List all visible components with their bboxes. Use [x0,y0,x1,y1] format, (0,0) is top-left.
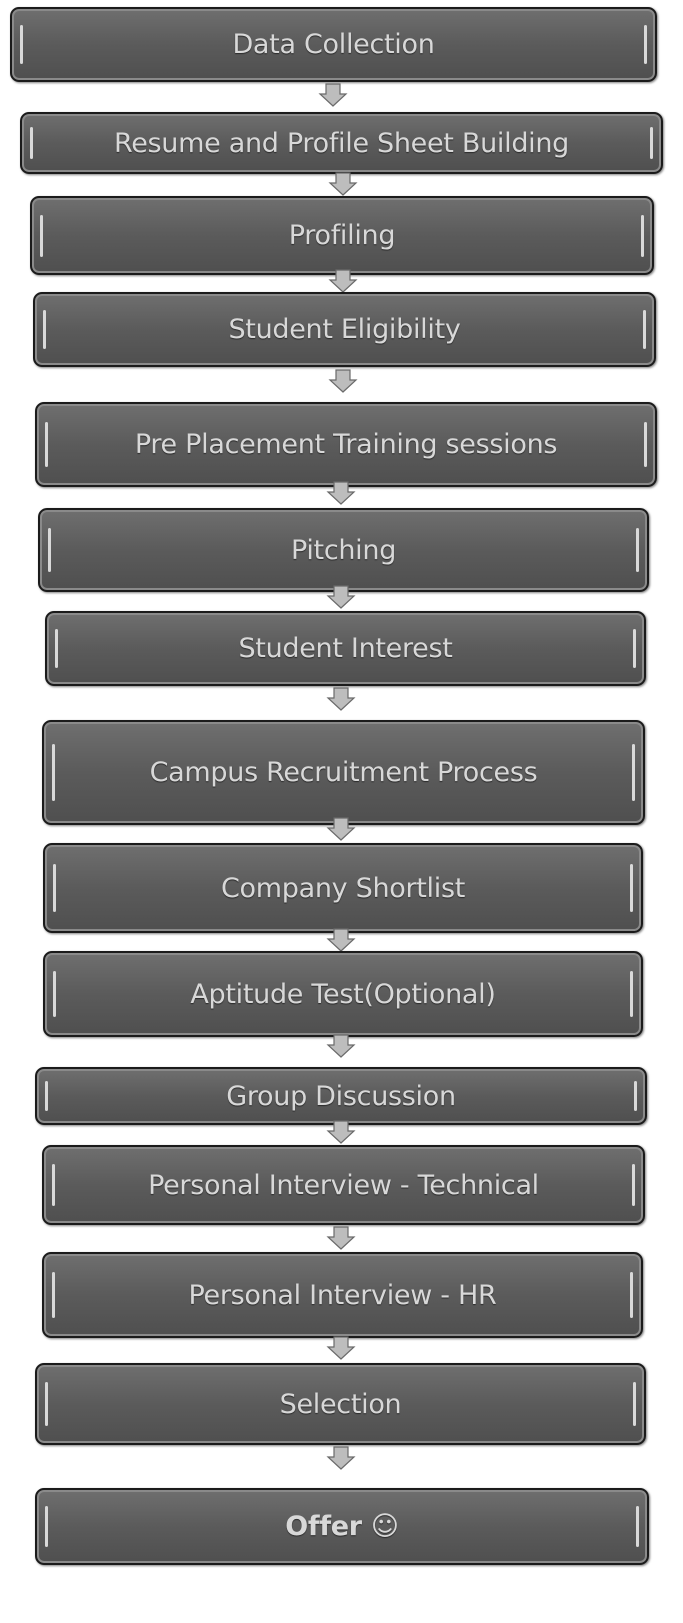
left-cap-mark [40,214,43,257]
step-label: Group Discussion [226,1080,456,1112]
step-label: Student Eligibility [228,314,461,345]
right-cap-mark [630,863,633,913]
step-pre-placement-training-sessions: Pre Placement Training sessions [35,402,657,487]
down-arrow-icon [326,817,356,841]
down-arrow-icon [328,369,358,393]
step-personal-interview-technical: Personal Interview - Technical [42,1145,645,1225]
right-cap-mark [633,628,636,669]
step-label: Resume and Profile Sheet Building [113,127,570,159]
right-cap-mark [634,1080,637,1112]
down-arrow-icon [326,481,356,505]
step-label: Profiling [288,220,396,251]
down-arrow-icon [326,1120,356,1144]
down-arrow-icon [326,1336,356,1360]
down-arrow-icon [326,928,356,952]
down-arrow-icon [326,585,356,609]
down-arrow-icon [326,1034,356,1058]
left-cap-mark [48,527,51,573]
step-label: Offer ☺ [285,1511,399,1542]
step-student-interest: Student Interest [45,611,646,686]
step-data-collection: Data Collection [10,7,657,82]
right-cap-mark [650,126,653,160]
right-cap-mark [632,1163,635,1207]
step-label: Personal Interview - Technical [148,1169,539,1201]
right-cap-mark [636,1506,639,1547]
left-cap-mark [52,1272,55,1318]
right-cap-mark [632,744,635,801]
right-cap-mark [630,971,633,1017]
left-cap-mark [53,971,56,1017]
right-cap-mark [636,527,639,573]
step-pitching: Pitching [38,508,649,592]
step-profiling: Profiling [30,196,654,275]
step-label: Company Shortlist [220,872,466,904]
step-label: Aptitude Test(Optional) [190,978,496,1010]
down-arrow-icon [318,83,348,107]
down-arrow-icon [328,172,358,196]
left-cap-mark [45,1382,48,1426]
right-cap-mark [644,24,647,65]
step-resume-and-profile-sheet-building: Resume and Profile Sheet Building [20,112,663,174]
step-group-discussion: Group Discussion [35,1067,647,1125]
down-arrow-icon [326,687,356,711]
right-cap-mark [641,214,644,257]
down-arrow-icon [326,1226,356,1250]
step-offer: Offer ☺ [35,1488,649,1565]
step-label: Student Interest [238,633,453,664]
step-student-eligibility: Student Eligibility [33,292,656,367]
step-label: Pre Placement Training sessions [134,429,558,460]
left-cap-mark [30,126,33,160]
right-cap-mark [643,309,646,350]
step-label: Data Collection [232,29,435,60]
right-cap-mark [644,421,647,468]
left-cap-mark [45,421,48,468]
step-label: Selection [279,1388,402,1420]
left-cap-mark [45,1080,48,1112]
down-arrow-icon [328,269,358,293]
left-cap-mark [52,744,55,801]
left-cap-mark [52,1163,55,1207]
step-selection: Selection [35,1363,646,1445]
left-cap-mark [43,309,46,350]
down-arrow-icon [326,1446,356,1470]
step-aptitude-test-optional: Aptitude Test(Optional) [43,951,643,1037]
left-cap-mark [45,1506,48,1547]
step-label: Campus Recruitment Process [149,757,538,788]
step-personal-interview-hr: Personal Interview - HR [42,1252,643,1338]
step-campus-recruitment-process: Campus Recruitment Process [42,720,645,825]
step-label: Pitching [290,534,397,566]
right-cap-mark [633,1382,636,1426]
left-cap-mark [20,24,23,65]
right-cap-mark [630,1272,633,1318]
step-company-shortlist: Company Shortlist [43,843,643,933]
left-cap-mark [55,628,58,669]
step-label: Personal Interview - HR [188,1279,497,1311]
left-cap-mark [53,863,56,913]
